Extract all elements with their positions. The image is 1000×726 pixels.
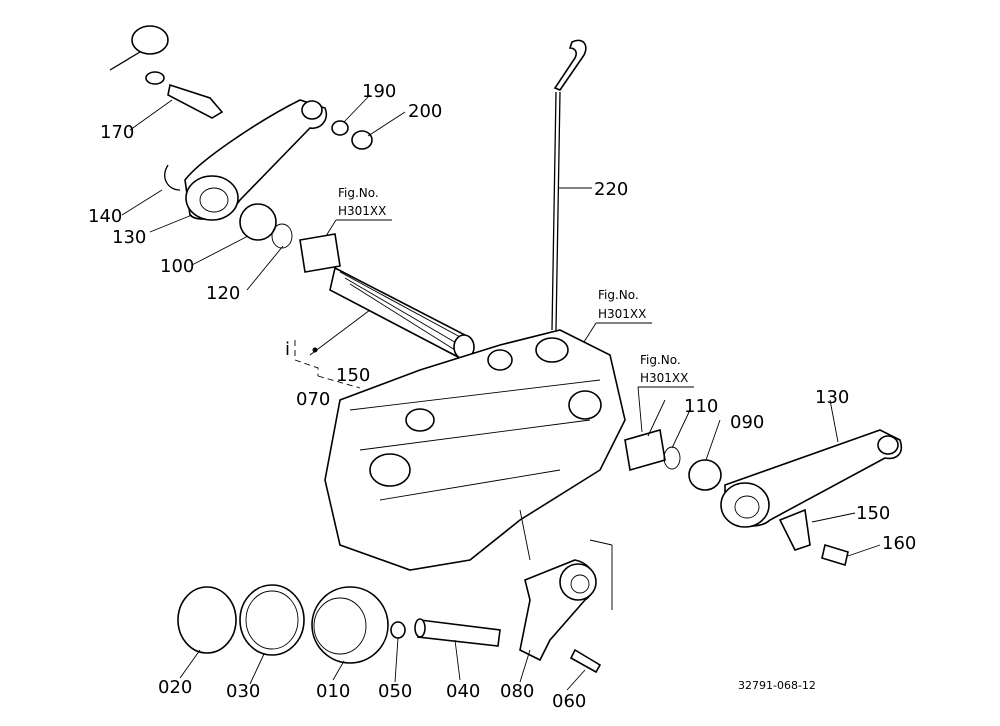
callout-100: 100 [160, 256, 194, 277]
callout-120: 120 [206, 283, 240, 304]
fig-ref-1: Fig.No. H301XX [325, 186, 392, 237]
callout-070: 070 [296, 389, 330, 410]
callout-150-left: 150 [336, 365, 370, 386]
lift-arm-right [624, 428, 903, 567]
dipstick [551, 39, 587, 331]
fig-ref-3: Fig.No. H301XX [637, 353, 694, 433]
piston-assembly [177, 559, 602, 674]
callout-160: 160 [882, 533, 916, 554]
callout-050: 050 [378, 681, 412, 702]
fig-ref-1-line2: H301XX [338, 204, 386, 218]
callout-190: 190 [362, 81, 396, 102]
callout-130-right: 130 [815, 387, 849, 408]
callout-labels: 170 190 200 140 130 100 120 220 150 070 … [88, 81, 916, 712]
callout-170: 170 [100, 122, 134, 143]
marker-i: i [285, 339, 290, 360]
callout-010: 010 [316, 681, 350, 702]
callout-140: 140 [88, 206, 122, 227]
callout-020: 020 [158, 677, 192, 698]
fig-ref-2: Fig.No. H301XX [583, 288, 652, 343]
fig-ref-3-line1: Fig.No. [640, 353, 681, 367]
leader-lines [121, 94, 881, 691]
callout-060: 060 [552, 691, 586, 712]
callout-040: 040 [446, 681, 480, 702]
lift-arm-left [109, 25, 373, 273]
callout-080: 080 [500, 681, 534, 702]
callout-090: 090 [730, 412, 764, 433]
callout-130-left: 130 [112, 227, 146, 248]
fig-ref-3-line2: H301XX [640, 371, 688, 385]
spline-shaft [329, 266, 475, 360]
housing [324, 329, 626, 571]
callout-150-right: 150 [856, 503, 890, 524]
fig-ref-1-line1: Fig.No. [338, 186, 379, 200]
callout-110: 110 [684, 396, 718, 417]
callout-030: 030 [226, 681, 260, 702]
fig-ref-2-line2: H301XX [598, 307, 646, 321]
fig-ref-2-line1: Fig.No. [598, 288, 639, 302]
callout-200: 200 [408, 101, 442, 122]
callout-220: 220 [594, 179, 628, 200]
drawing-code: 32791-068-12 [738, 679, 816, 692]
